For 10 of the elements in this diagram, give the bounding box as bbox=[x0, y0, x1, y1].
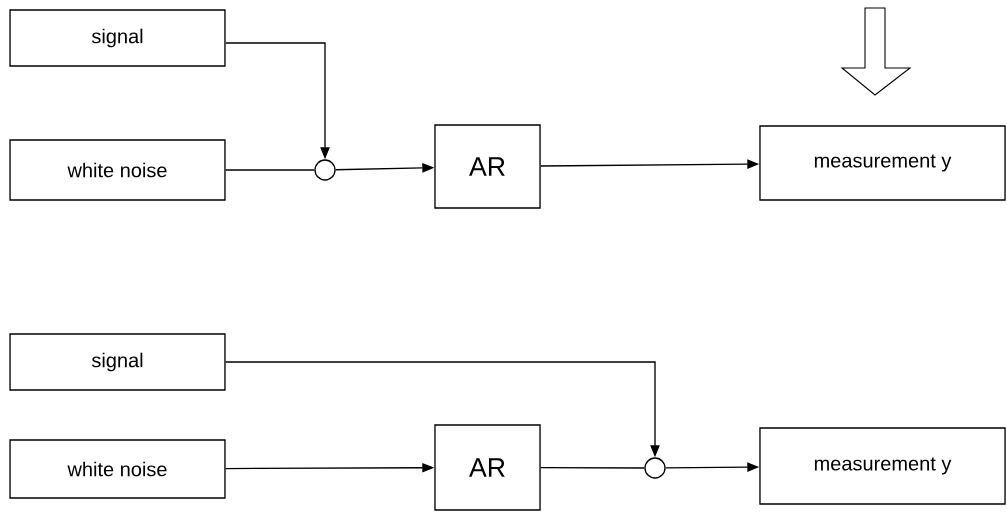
process-box: measurement y bbox=[759, 427, 1006, 505]
summing-junction bbox=[644, 457, 666, 479]
process-box: measurement y bbox=[759, 125, 1006, 201]
process-box: white noise bbox=[9, 439, 226, 499]
process-box: white noise bbox=[9, 139, 226, 201]
process-box: AR bbox=[434, 424, 541, 511]
summing-junction bbox=[314, 159, 336, 181]
process-box: signal bbox=[9, 9, 226, 67]
process-box: AR bbox=[434, 124, 541, 209]
process-box: signal bbox=[9, 333, 226, 391]
